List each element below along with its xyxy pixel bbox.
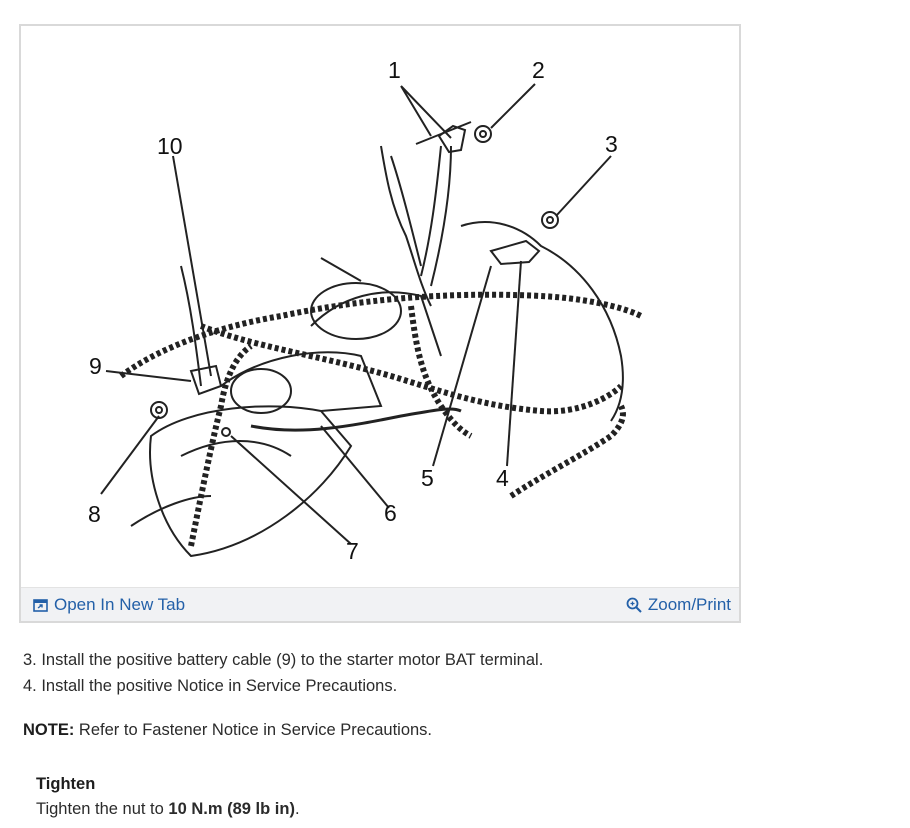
- note-paragraph: NOTE: Refer to Fastener Notice in Servic…: [23, 721, 432, 740]
- note-text: Refer to Fastener Notice in Service Prec…: [74, 721, 433, 739]
- open-in-new-tab-label: Open In New Tab: [54, 595, 186, 614]
- zoom-print-link[interactable]: Zoom/Print: [626, 595, 731, 615]
- starter-motor-diagram: 1 2 3 4 5 6 7 8 9 10: [88, 57, 643, 564]
- step-item: 3. Install the positive battery cable (9…: [23, 651, 544, 669]
- step-item: 4. Install the positive Notice in Servic…: [23, 676, 398, 695]
- svg-text:3: 3: [605, 131, 618, 157]
- tighten-spec: Tighten the nut to 10 N.m (89 lb in).: [36, 797, 300, 822]
- open-in-new-tab-link[interactable]: Open In New Tab: [33, 595, 185, 615]
- svg-text:9: 9: [89, 353, 102, 379]
- svg-text:10: 10: [157, 133, 183, 159]
- svg-text:5: 5: [421, 465, 434, 491]
- svg-text:4: 4: [496, 465, 509, 491]
- step-list: 3. Install the positive battery cable (9…: [23, 648, 543, 699]
- magnifier-icon: [626, 597, 642, 613]
- figure-toolbar: Open In New Tab Zoom/Print: [21, 587, 739, 621]
- zoom-print-label: Zoom/Print: [647, 595, 731, 614]
- note-label: NOTE:: [23, 721, 75, 739]
- svg-text:6: 6: [384, 500, 397, 526]
- tighten-block: Tighten Tighten the nut to 10 N.m (89 lb…: [36, 772, 300, 822]
- tighten-suffix: .: [294, 800, 300, 818]
- figure-card: 1 2 3 4 5 6 7 8 9 10 Open In New Tab: [19, 24, 741, 623]
- open-new-tab-icon: [33, 598, 48, 612]
- svg-text:8: 8: [88, 501, 101, 527]
- torque-value: 10 N.m (89 lb in): [168, 800, 295, 818]
- svg-text:7: 7: [346, 538, 359, 564]
- svg-text:2: 2: [532, 57, 545, 83]
- tighten-prefix: Tighten the nut to: [36, 800, 169, 818]
- svg-text:1: 1: [388, 57, 401, 83]
- tighten-heading: Tighten: [36, 775, 96, 793]
